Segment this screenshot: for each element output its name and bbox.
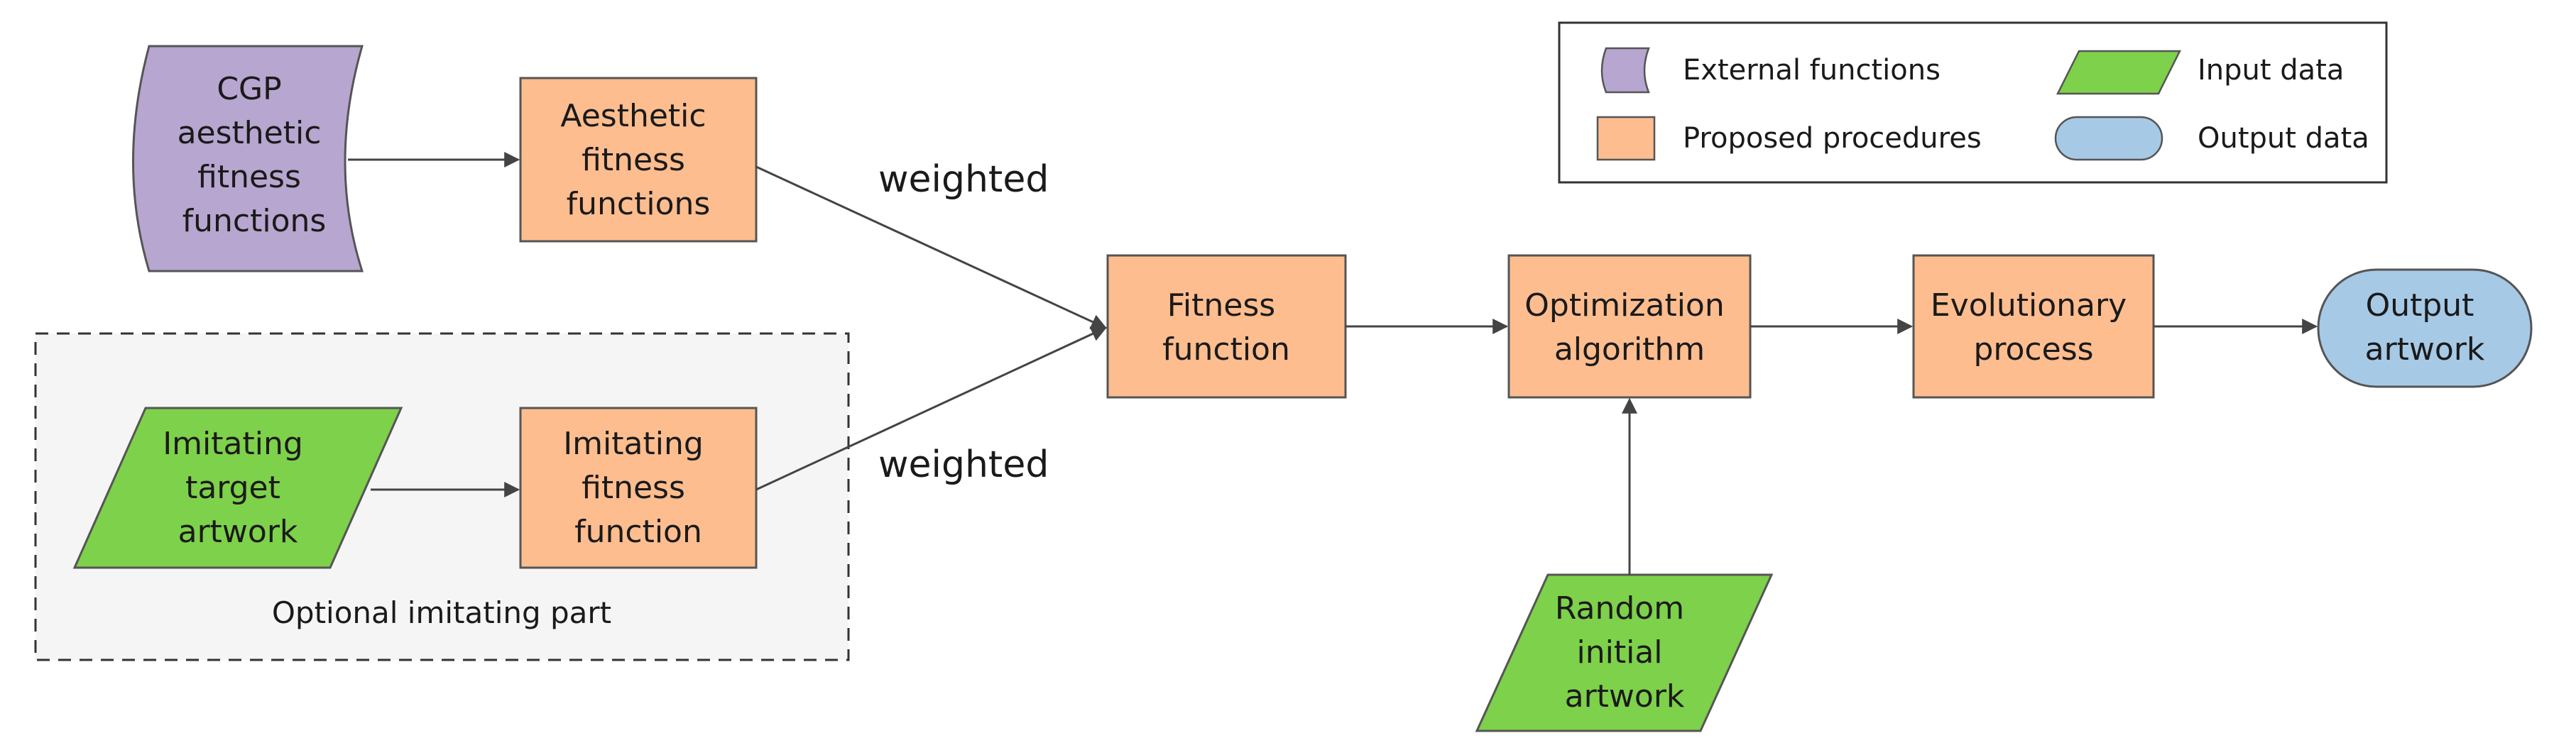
evolutionary-process-node: Evolutionary process	[1912, 254, 2155, 399]
legend-label-external: External functions	[1683, 54, 1941, 87]
optimization-line-1: Optimization	[1524, 287, 1724, 324]
svg-text:CGP aesthetic fitn: CGP aesthetic fitness functions	[178, 71, 332, 239]
optimization-line-2: algorithm	[1554, 331, 1705, 368]
legend-frame	[1558, 21, 2388, 184]
random-line-1: Random	[1555, 590, 1684, 627]
fitness-line-2: function	[1162, 331, 1290, 368]
legend-item-external: External functions	[1600, 47, 1941, 94]
legend-item-proposed: Proposed procedures	[1596, 116, 1982, 161]
aesthetic-line-2: fitness	[582, 142, 685, 178]
cgp-aesthetic-fitness-functions-node: CGP aesthetic fitness functions	[132, 45, 364, 272]
fitness-function-node: Fitness function	[1106, 254, 1347, 399]
evolutionary-line-1: Evolutionary	[1931, 287, 2127, 324]
output-line-2: artwork	[2365, 331, 2485, 368]
group-label: Optional imitating part	[272, 595, 611, 630]
output-artwork-node: Output artwork	[2317, 268, 2533, 388]
edges	[348, 152, 2318, 575]
edge-aesthetic-to-fitness	[755, 165, 1107, 329]
legend-swatch-proposed	[1596, 116, 1656, 161]
svg-text:Random initial art: Random initial artwork	[1555, 590, 1694, 715]
weighted-label-bottom: weighted	[878, 443, 1049, 486]
legend-label-input: Input data	[2198, 54, 2344, 87]
imitating-fitness-function-node: Imitating fitness function	[519, 407, 758, 569]
edge-imitating-fitness-to-fitness	[755, 326, 1107, 491]
cgp-line-4: functions	[182, 203, 327, 239]
legend-swatch-output	[2054, 116, 2163, 161]
imitating-fitness-line-1: Imitating	[563, 426, 704, 462]
imitating-target-line-1: Imitating	[163, 426, 303, 462]
fitness-line-1: Fitness	[1167, 287, 1275, 324]
legend-label-proposed: Proposed procedures	[1683, 122, 1982, 155]
svg-text:Evolutionary process: Evolutionary process	[1931, 287, 2136, 368]
cgp-line-2: aesthetic	[178, 115, 322, 151]
optimization-algorithm-node: Optimization algorithm	[1507, 254, 1752, 399]
imitating-fitness-line-3: function	[574, 514, 702, 550]
legend-swatch-external	[1600, 47, 1650, 94]
svg-text:Aesthetic fitness: Aesthetic fitness functions	[560, 98, 716, 222]
cgp-line-3: fitness	[197, 159, 301, 195]
legend-item-input: Input data	[2056, 50, 2344, 95]
svg-text:Imitating fitness: Imitating fitness function	[563, 426, 714, 550]
imitating-target-line-3: artwork	[178, 514, 298, 550]
svg-text:Fitness function: Fitness function	[1162, 287, 1290, 368]
aesthetic-line-3: functions	[567, 186, 711, 222]
random-line-2: initial	[1577, 634, 1663, 671]
weighted-label-top: weighted	[878, 158, 1049, 201]
imitating-target-artwork-node: Imitating target artwork	[72, 407, 403, 569]
svg-text:Optimization algorithm: Optimization algorithm	[1524, 287, 1734, 368]
external-function-shape	[132, 45, 364, 272]
legend-item-output: Output data	[2054, 116, 2369, 161]
imitating-target-line-2: target	[185, 470, 280, 506]
random-line-3: artwork	[1565, 678, 1685, 715]
legend: External functions Input data Proposed p…	[1558, 21, 2388, 184]
aesthetic-line-1: Aesthetic	[560, 98, 706, 134]
legend-swatch-input	[2056, 50, 2182, 95]
legend-label-output: Output data	[2198, 122, 2369, 155]
output-line-1: Output	[2366, 287, 2474, 324]
aesthetic-fitness-functions-node: Aesthetic fitness functions	[519, 77, 758, 243]
svg-text:Imitating target a: Imitating target artwork	[163, 426, 313, 550]
random-initial-artwork-node: Random initial artwork	[1475, 573, 1774, 732]
cgp-line-1: CGP	[217, 71, 281, 107]
svg-text:Output artwork: Output artwork	[2365, 287, 2485, 368]
imitating-fitness-line-2: fitness	[582, 470, 685, 506]
evolutionary-line-2: process	[1973, 331, 2093, 368]
